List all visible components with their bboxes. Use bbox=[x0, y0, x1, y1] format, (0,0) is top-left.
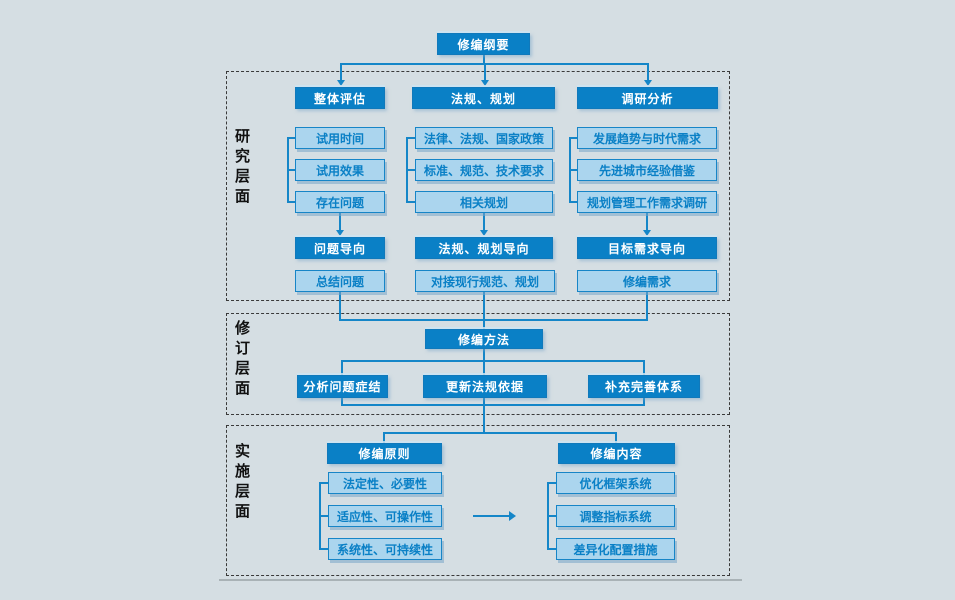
box-orientation-regulation: 法规、规划导向 bbox=[415, 237, 553, 259]
bracket-col3-stub2 bbox=[569, 169, 577, 171]
connector-root-stem bbox=[483, 55, 485, 64]
arrow-groups-icon bbox=[509, 511, 516, 521]
box-orientation-goal: 目标需求导向 bbox=[577, 237, 717, 259]
bracket-principles-stub1 bbox=[319, 482, 328, 484]
box-col3-item2: 先进城市经验借鉴 bbox=[577, 159, 717, 181]
box-contents-header: 修编内容 bbox=[558, 443, 675, 464]
box-header-survey: 调研分析 bbox=[577, 87, 718, 109]
section-implementation-frame bbox=[226, 425, 730, 576]
box-revision-item3: 补充完善体系 bbox=[588, 375, 700, 398]
connector-summary2-drop bbox=[483, 292, 485, 329]
connector-header1-stem bbox=[340, 63, 342, 80]
bottom-rule bbox=[219, 579, 742, 581]
connector-orient2-stem bbox=[483, 213, 485, 230]
bracket-col2-stub3 bbox=[406, 201, 415, 203]
arrow-header1-icon bbox=[337, 80, 345, 86]
box-root: 修编纲要 bbox=[437, 33, 530, 55]
box-principles-header: 修编原则 bbox=[327, 443, 442, 464]
box-col3-item3: 规划管理工作需求调研 bbox=[577, 191, 717, 213]
box-principle-item1: 法定性、必要性 bbox=[328, 472, 442, 494]
section-label-research: 研究层面 bbox=[233, 128, 251, 208]
bracket-principles-stub3 bbox=[319, 548, 328, 550]
connector-revout1 bbox=[341, 398, 343, 406]
section-label-implementation: 实施层面 bbox=[233, 443, 251, 523]
connector-orient3-stem bbox=[646, 213, 648, 230]
connector-method-stem bbox=[483, 349, 485, 362]
bracket-col1-stub1 bbox=[287, 137, 295, 139]
section-research-frame bbox=[226, 71, 730, 301]
box-col2-item3: 相关规划 bbox=[415, 191, 553, 213]
box-summary-alignment: 对接现行规范、规划 bbox=[415, 270, 555, 292]
box-col1-item2: 试用效果 bbox=[295, 159, 385, 181]
section-label-revision: 修订层面 bbox=[233, 320, 251, 400]
connector-revitem3-drop bbox=[643, 360, 645, 375]
connector-contents-drop bbox=[615, 432, 617, 443]
connector-revision-branch bbox=[341, 360, 645, 362]
box-summary-needs: 修编需求 bbox=[577, 270, 717, 292]
connector-summary3-drop bbox=[646, 292, 648, 321]
box-principle-item2: 适应性、可操作性 bbox=[328, 505, 442, 527]
bracket-col3-stub3 bbox=[569, 201, 577, 203]
box-principle-item3: 系统性、可持续性 bbox=[328, 538, 442, 560]
box-col2-item1: 法律、法规、国家政策 bbox=[415, 127, 553, 149]
box-col1-item3: 存在问题 bbox=[295, 191, 385, 213]
connector-revout2 bbox=[483, 398, 485, 434]
box-content-item2: 调整指标系统 bbox=[556, 505, 675, 527]
connector-groups-arrow-line bbox=[473, 515, 509, 517]
bracket-col2-stub1 bbox=[406, 137, 415, 139]
box-col2-item2: 标准、规范、技术要求 bbox=[415, 159, 553, 181]
box-header-regulations: 法规、规划 bbox=[412, 87, 555, 109]
connector-header2-stem bbox=[484, 63, 486, 80]
connector-method-merge bbox=[340, 319, 648, 321]
arrow-orient3-icon bbox=[643, 230, 651, 236]
connector-impl-branch bbox=[383, 432, 617, 434]
box-content-item3: 差异化配置措施 bbox=[556, 538, 675, 560]
bracket-col2-stub2 bbox=[406, 169, 415, 171]
connector-revitem1-drop bbox=[341, 360, 343, 375]
box-summary-problems: 总结问题 bbox=[295, 270, 385, 292]
arrow-header2-icon bbox=[481, 80, 489, 86]
connector-principles-drop bbox=[383, 432, 385, 443]
connector-root-branch bbox=[340, 63, 649, 65]
bracket-principles-stub2 bbox=[319, 515, 328, 517]
box-revision-item1: 分析问题症结 bbox=[297, 375, 388, 398]
bracket-col1-stub3 bbox=[287, 201, 295, 203]
bracket-contents-stub2 bbox=[547, 515, 556, 517]
connector-summary1-drop bbox=[339, 292, 341, 321]
arrow-header3-icon bbox=[644, 80, 652, 86]
connector-revitem2-drop bbox=[483, 360, 485, 375]
box-col1-item1: 试用时间 bbox=[295, 127, 385, 149]
box-content-item1: 优化框架系统 bbox=[556, 472, 675, 494]
box-method: 修编方法 bbox=[425, 329, 543, 349]
section-revision-frame bbox=[226, 313, 730, 415]
box-orientation-problem: 问题导向 bbox=[295, 237, 385, 259]
box-header-evaluation: 整体评估 bbox=[295, 87, 385, 109]
arrow-orient1-icon bbox=[336, 230, 344, 236]
connector-revout3 bbox=[643, 398, 645, 406]
bracket-contents-stub3 bbox=[547, 548, 556, 550]
arrow-orient2-icon bbox=[480, 230, 488, 236]
bracket-col1-stub2 bbox=[287, 169, 295, 171]
box-col3-item1: 发展趋势与时代需求 bbox=[577, 127, 717, 149]
bracket-col3-stub1 bbox=[569, 137, 577, 139]
connector-rev-merge bbox=[341, 404, 645, 406]
connector-orient1-stem bbox=[339, 213, 341, 230]
bracket-contents-stub1 bbox=[547, 482, 556, 484]
box-revision-item2: 更新法规依据 bbox=[423, 375, 547, 398]
connector-header3-stem bbox=[647, 63, 649, 80]
